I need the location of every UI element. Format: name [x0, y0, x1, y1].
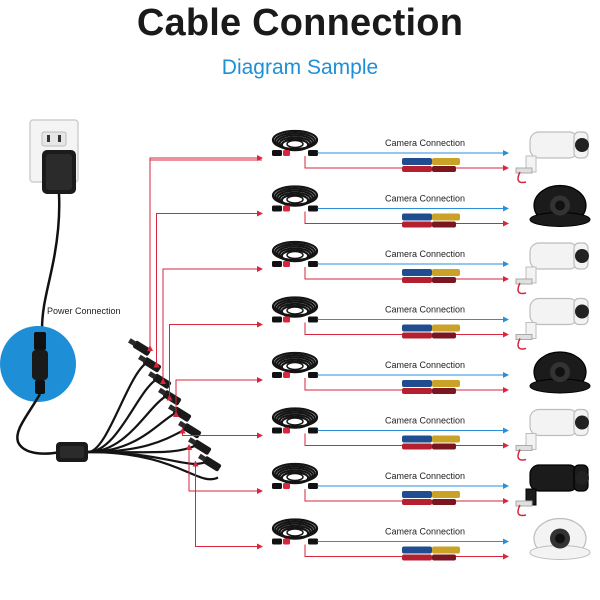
dc-plug-icon — [128, 338, 152, 356]
bnc-connector-icon — [272, 427, 282, 434]
power-route-line — [149, 155, 263, 346]
cable-coil-icon — [271, 129, 319, 152]
bnc-connector-icon — [308, 538, 318, 545]
cable-coil-icon — [271, 462, 319, 485]
inline-connector-icon — [402, 380, 460, 394]
bnc-connector-icon — [272, 483, 282, 489]
bnc-connector-icon — [308, 483, 318, 489]
security-camera-icon — [515, 408, 589, 461]
dc-plug-icon — [148, 371, 172, 389]
security-camera-icon — [515, 242, 589, 295]
camera-connection-label: Camera Connection — [385, 471, 465, 481]
camera-connection-label: Camera Connection — [385, 360, 465, 370]
inline-connector-icon — [402, 269, 460, 283]
inline-connector-icon — [402, 213, 460, 228]
dc-plug-icon — [198, 453, 222, 472]
bnc-connector-icon — [308, 316, 318, 323]
dc-plug-icon — [188, 437, 212, 455]
cable-coil-icon — [271, 240, 319, 263]
splitter-icon — [56, 442, 88, 462]
security-camera-icon — [529, 517, 591, 560]
dc-plug-icon — [168, 404, 192, 422]
power-connector-highlight — [0, 326, 76, 402]
video-line — [317, 150, 509, 156]
cable-coil-icon — [271, 518, 319, 540]
dc-connector-icon — [283, 150, 290, 156]
cable-coil-icon — [271, 407, 319, 429]
cable-coil-icon — [271, 351, 319, 374]
security-camera-icon — [515, 297, 589, 350]
power-route-line — [195, 461, 263, 550]
camera-connection-label: Camera Connection — [385, 249, 465, 259]
power-route-line — [169, 321, 263, 396]
power-route-line — [188, 445, 263, 494]
security-camera-icon — [515, 464, 589, 517]
power-route-line — [162, 266, 263, 379]
bnc-connector-icon — [272, 538, 282, 545]
camera-connection-label: Camera Connection — [385, 138, 465, 148]
power-route-line — [149, 159, 262, 352]
dc-connector-icon — [283, 372, 290, 378]
video-line — [317, 538, 509, 545]
power-route-line — [156, 210, 263, 363]
dc-connector-icon — [283, 427, 290, 434]
dc-plug-icon — [178, 420, 202, 439]
power-input-cable — [16, 393, 61, 455]
video-line — [317, 427, 509, 434]
power-route-line — [175, 377, 263, 412]
inline-connector-icon — [402, 491, 460, 505]
dc-connector-icon — [283, 205, 290, 212]
camera-connection-label: Camera Connection — [385, 305, 465, 315]
power-adapter-icon — [40, 150, 76, 331]
video-line — [317, 372, 509, 378]
security-camera-icon — [515, 131, 589, 184]
bnc-connector-icon — [272, 205, 282, 212]
inline-connector-icon — [402, 324, 460, 339]
camera-connection-label: Camera Connection — [385, 194, 465, 204]
video-line — [317, 316, 509, 323]
bnc-connector-icon — [272, 316, 282, 323]
security-camera-icon — [529, 184, 591, 227]
video-line — [317, 261, 509, 267]
video-line — [317, 483, 509, 489]
dc-plug-icon — [138, 354, 162, 373]
dc-connector-icon — [283, 316, 290, 323]
splitter-lead — [87, 361, 149, 454]
page-subtitle: Diagram Sample — [221, 56, 379, 79]
inline-connector-icon — [402, 546, 460, 561]
bnc-connector-icon — [272, 261, 282, 267]
camera-connection-label: Camera Connection — [385, 527, 465, 537]
dc-connector-icon — [283, 538, 290, 545]
splitter-lead — [87, 410, 179, 454]
inline-connector-icon — [402, 158, 460, 172]
bnc-connector-icon — [308, 427, 318, 434]
bnc-connector-icon — [272, 372, 282, 378]
bnc-connector-icon — [272, 150, 282, 156]
splitter-lead — [87, 450, 219, 481]
cable-coil-icon — [271, 185, 319, 207]
bnc-connector-icon — [308, 150, 318, 156]
security-camera-icon — [529, 351, 591, 394]
inline-connector-icon — [402, 435, 460, 450]
bnc-connector-icon — [308, 205, 318, 212]
splitter-lead — [87, 377, 159, 454]
page-title: Cable Connection — [136, 2, 464, 44]
camera-connection-label: Camera Connection — [385, 416, 465, 426]
bnc-connector-icon — [308, 261, 318, 267]
dc-connector-icon — [283, 261, 290, 267]
bnc-connector-icon — [308, 372, 318, 378]
cable-coil-icon — [271, 296, 319, 318]
video-line — [317, 205, 509, 212]
power-connection-label: Power Connection — [47, 306, 121, 316]
dc-connector-icon — [283, 483, 290, 489]
